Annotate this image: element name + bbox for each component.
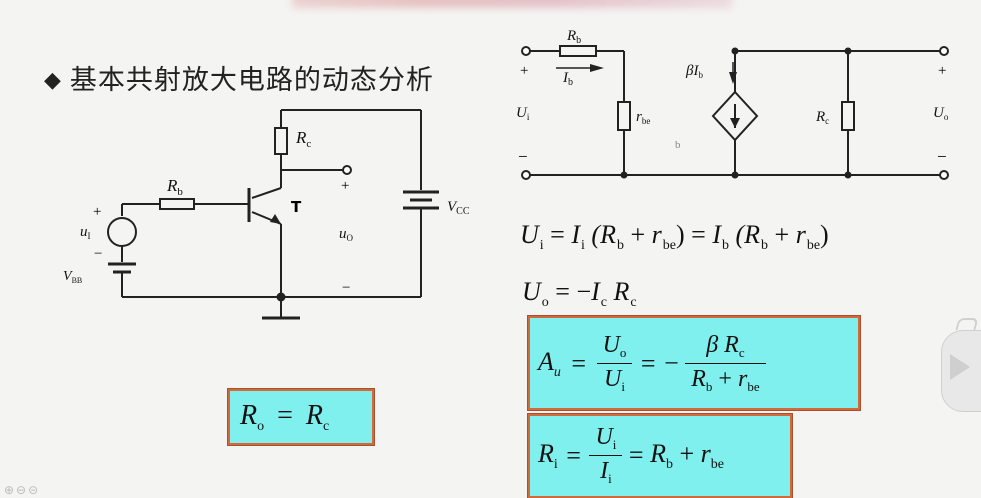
play-widget-ears — [955, 318, 979, 330]
transistor-label: T — [291, 198, 302, 216]
title-fragment — [292, 0, 732, 8]
vcc-label: VCC — [447, 199, 470, 217]
ui-label-r: Ui — [516, 105, 530, 122]
ui-minus: − — [94, 246, 102, 262]
right-circuit — [521, 45, 949, 180]
play-icon[interactable] — [950, 354, 970, 380]
node-b-label: b — [675, 139, 681, 151]
heading-text: 基本共射放大电路的动态分析 — [69, 65, 434, 96]
beta-ib-label: βIb — [685, 63, 703, 80]
ui-minus-r: − — [518, 147, 528, 166]
rc-label: Rc — [295, 128, 311, 150]
uo-plus-r: + — [938, 63, 946, 79]
output-resistance-box: Ro = Rc — [228, 389, 374, 445]
zoom-icons[interactable]: ⊕⊖⊝ — [4, 483, 41, 497]
uo-label-r: Uo — [933, 105, 949, 122]
vbb-label: VBB — [63, 269, 82, 285]
rb-label-r: Rb — [566, 28, 581, 46]
diamond-bullet-icon: ◆ — [44, 68, 62, 93]
ui-plus: + — [93, 204, 101, 220]
ui-label: uI — [80, 224, 91, 241]
ui-plus-r: + — [520, 63, 528, 79]
uo-plus: + — [341, 178, 349, 194]
right-circuit-nodes — [590, 47, 852, 179]
section-heading: ◆ 基本共射放大电路的动态分析 — [44, 58, 434, 97]
emitter-arrow — [270, 214, 281, 224]
play-button[interactable] — [941, 330, 981, 412]
ib-label: Ib — [562, 70, 573, 88]
equation-ui: Ui = Ii (Rb + rbe) = Ib (Rb + rbe) — [520, 220, 829, 253]
rc-label-r: Rc — [815, 109, 829, 126]
uo-minus: − — [342, 280, 350, 296]
left-circuit — [107, 109, 439, 320]
rb-label: Rb — [166, 176, 183, 198]
equation-uo: Uo = −Ic Rc — [522, 277, 637, 310]
uo-label: uO — [339, 226, 354, 243]
rbe-label: rbe — [636, 109, 650, 126]
uo-minus-r: − — [937, 147, 947, 166]
